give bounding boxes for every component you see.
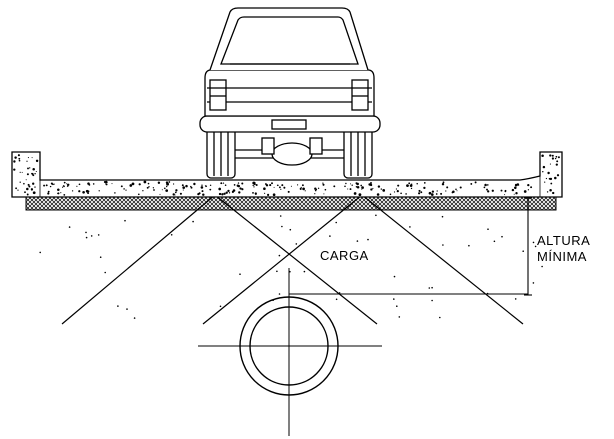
soil-texture — [39, 214, 543, 319]
load-dispersion-lines — [61, 194, 524, 325]
pipe-cross-section-icon — [198, 268, 382, 436]
min-height-label-line1: ALTURA — [537, 233, 590, 248]
sub-base-layer — [25, 195, 557, 211]
load-label: CARGA — [320, 248, 369, 263]
pickup-truck-rear-icon — [199, 7, 381, 179]
min-height-label-line2: MÍNIMA — [537, 249, 587, 264]
road-slab — [11, 151, 563, 198]
min-height-dimension — [289, 197, 532, 296]
